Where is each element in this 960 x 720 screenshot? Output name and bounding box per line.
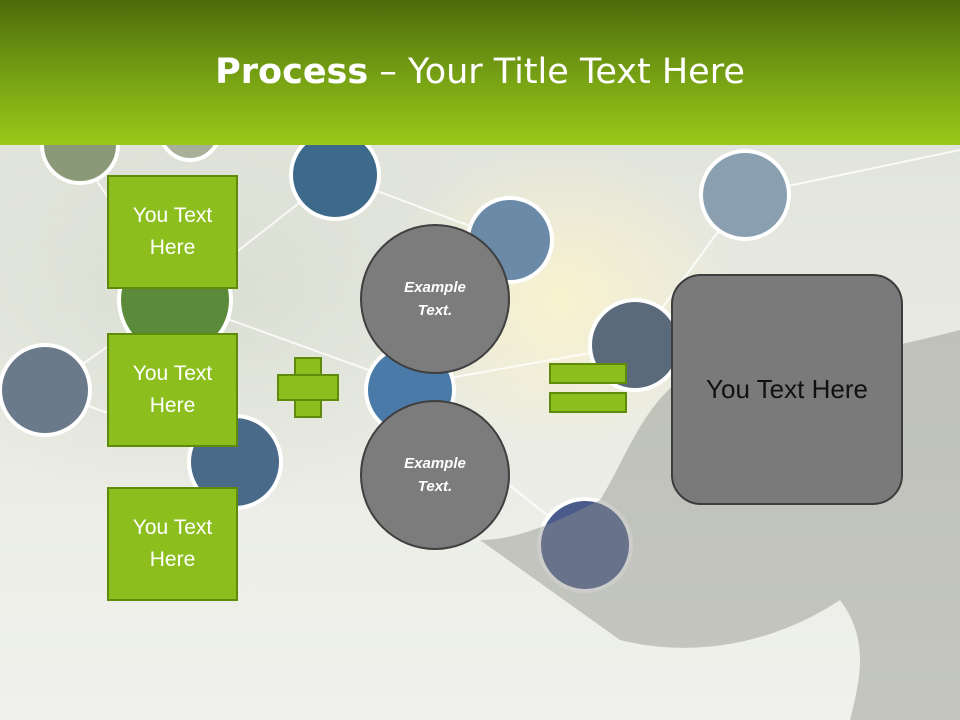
- example-circle-2[interactable]: Example Text.: [360, 400, 510, 550]
- result-text-box-label: You Text Here: [706, 374, 868, 404]
- result-text-box[interactable]: You Text Here: [671, 274, 903, 505]
- left-text-box-label: You Text Here: [132, 516, 213, 571]
- left-text-box-3[interactable]: You Text Here: [107, 487, 238, 601]
- example-circle-label: Example Text.: [404, 279, 466, 319]
- example-circle-1[interactable]: Example Text.: [360, 224, 510, 374]
- left-text-box-label: You Text Here: [132, 362, 213, 417]
- example-circle-label: Example Text.: [404, 455, 466, 495]
- title-rest-part: – Your Title Text Here: [368, 52, 745, 92]
- title-bar: Process – Your Title Text Here: [0, 0, 960, 145]
- title-bold-part: Process: [215, 52, 369, 92]
- left-text-box-1[interactable]: You Text Here: [107, 175, 238, 289]
- left-text-box-2[interactable]: You Text Here: [107, 333, 238, 447]
- left-text-box-label: You Text Here: [132, 204, 213, 259]
- slide-title: Process – Your Title Text Here: [0, 52, 960, 92]
